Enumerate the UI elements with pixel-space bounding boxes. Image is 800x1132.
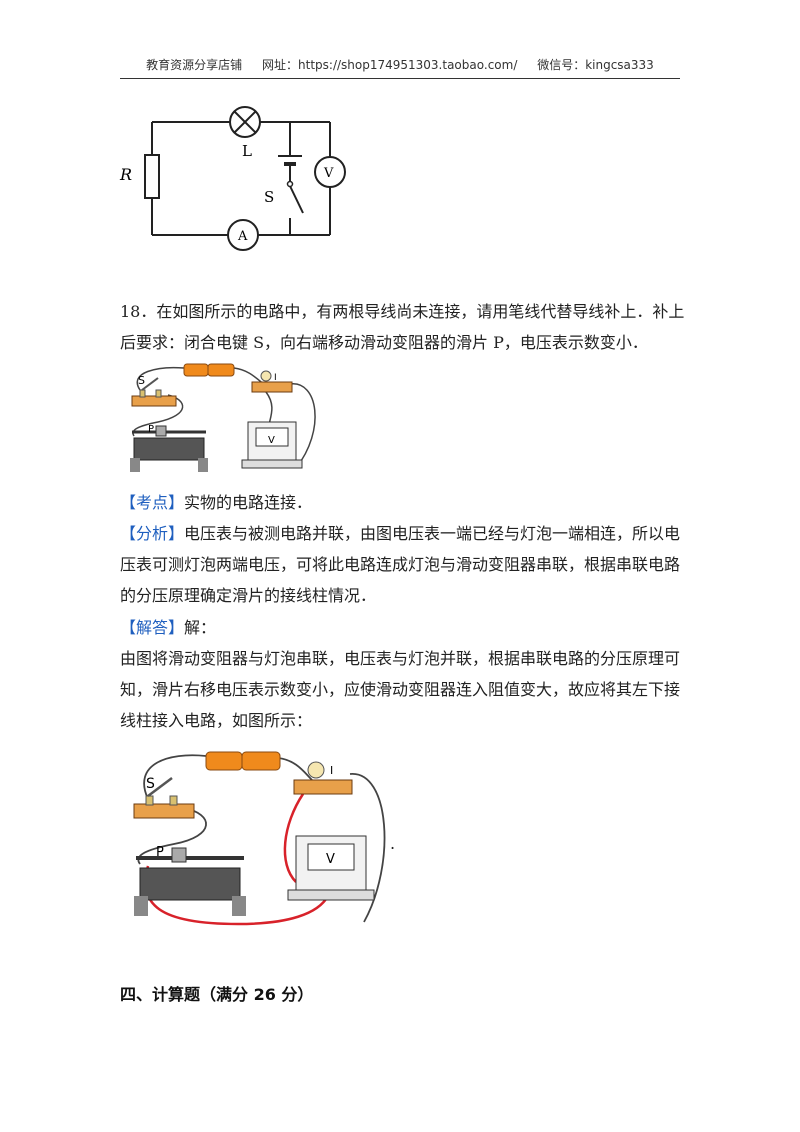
label-s: S [264,188,274,206]
photo2-lamp-label: I [330,764,333,777]
question-18: 18．在如图所示的电路中，有两根导线尚未连接，请用笔线代替导线补上．补上后要求：… [120,302,685,352]
label-a: A [237,229,248,244]
kaodian-tag: 【考点】 [120,493,185,512]
fenxi-text: 电压表与被测电路并联，由图电压表一端已经与灯泡一端相连，所以电压表可测灯泡两端电… [120,524,681,605]
fenxi-tag: 【分析】 [120,524,185,543]
photo-voltmeter-label: V [268,435,275,446]
photo-switch-label: S [138,374,145,387]
jieda-text: 解： [184,618,217,637]
header-wechat: 微信号：kingcsa333 [537,58,654,72]
apparatus-photo-answer: I S P V [133,751,386,926]
header-shop: 教育资源分享店铺 [146,58,243,72]
section-4-title: 四、计算题（满分 26 分） [120,985,314,1004]
solution-text: 由图将滑动变阻器与灯泡串联，电压表与灯泡并联，根据串联电路的分压原理可知，滑片右… [120,649,681,730]
photo2-rheostat-label: P [156,845,164,860]
header-site: 网址：https://shop174951303.taobao.com/ [262,58,518,72]
apparatus-photo-small: I S P V [130,363,316,472]
photo2-switch-label: S [146,776,155,792]
circuit-diagram: R L S V A [119,106,346,251]
jieda: 【解答】解： [120,612,686,643]
label-l: L [242,142,252,160]
kaodian: 【考点】实物的电路连接． [120,487,686,518]
page-header: 教育资源分享店铺 网址：https://shop174951303.taobao… [120,56,680,79]
figure-end-dot: . [390,834,396,853]
jieda-tag: 【解答】 [120,618,185,637]
photo2-voltmeter-label: V [326,852,335,867]
photo-lamp-label: I [274,373,277,383]
label-v: V [323,166,334,181]
photo-rheostat-label: P [148,424,154,435]
kaodian-text: 实物的电路连接． [184,493,313,512]
label-r: R [119,165,132,184]
fenxi: 【分析】电压表与被测电路并联，由图电压表一端已经与灯泡一端相连，所以电压表可测灯… [120,518,686,611]
